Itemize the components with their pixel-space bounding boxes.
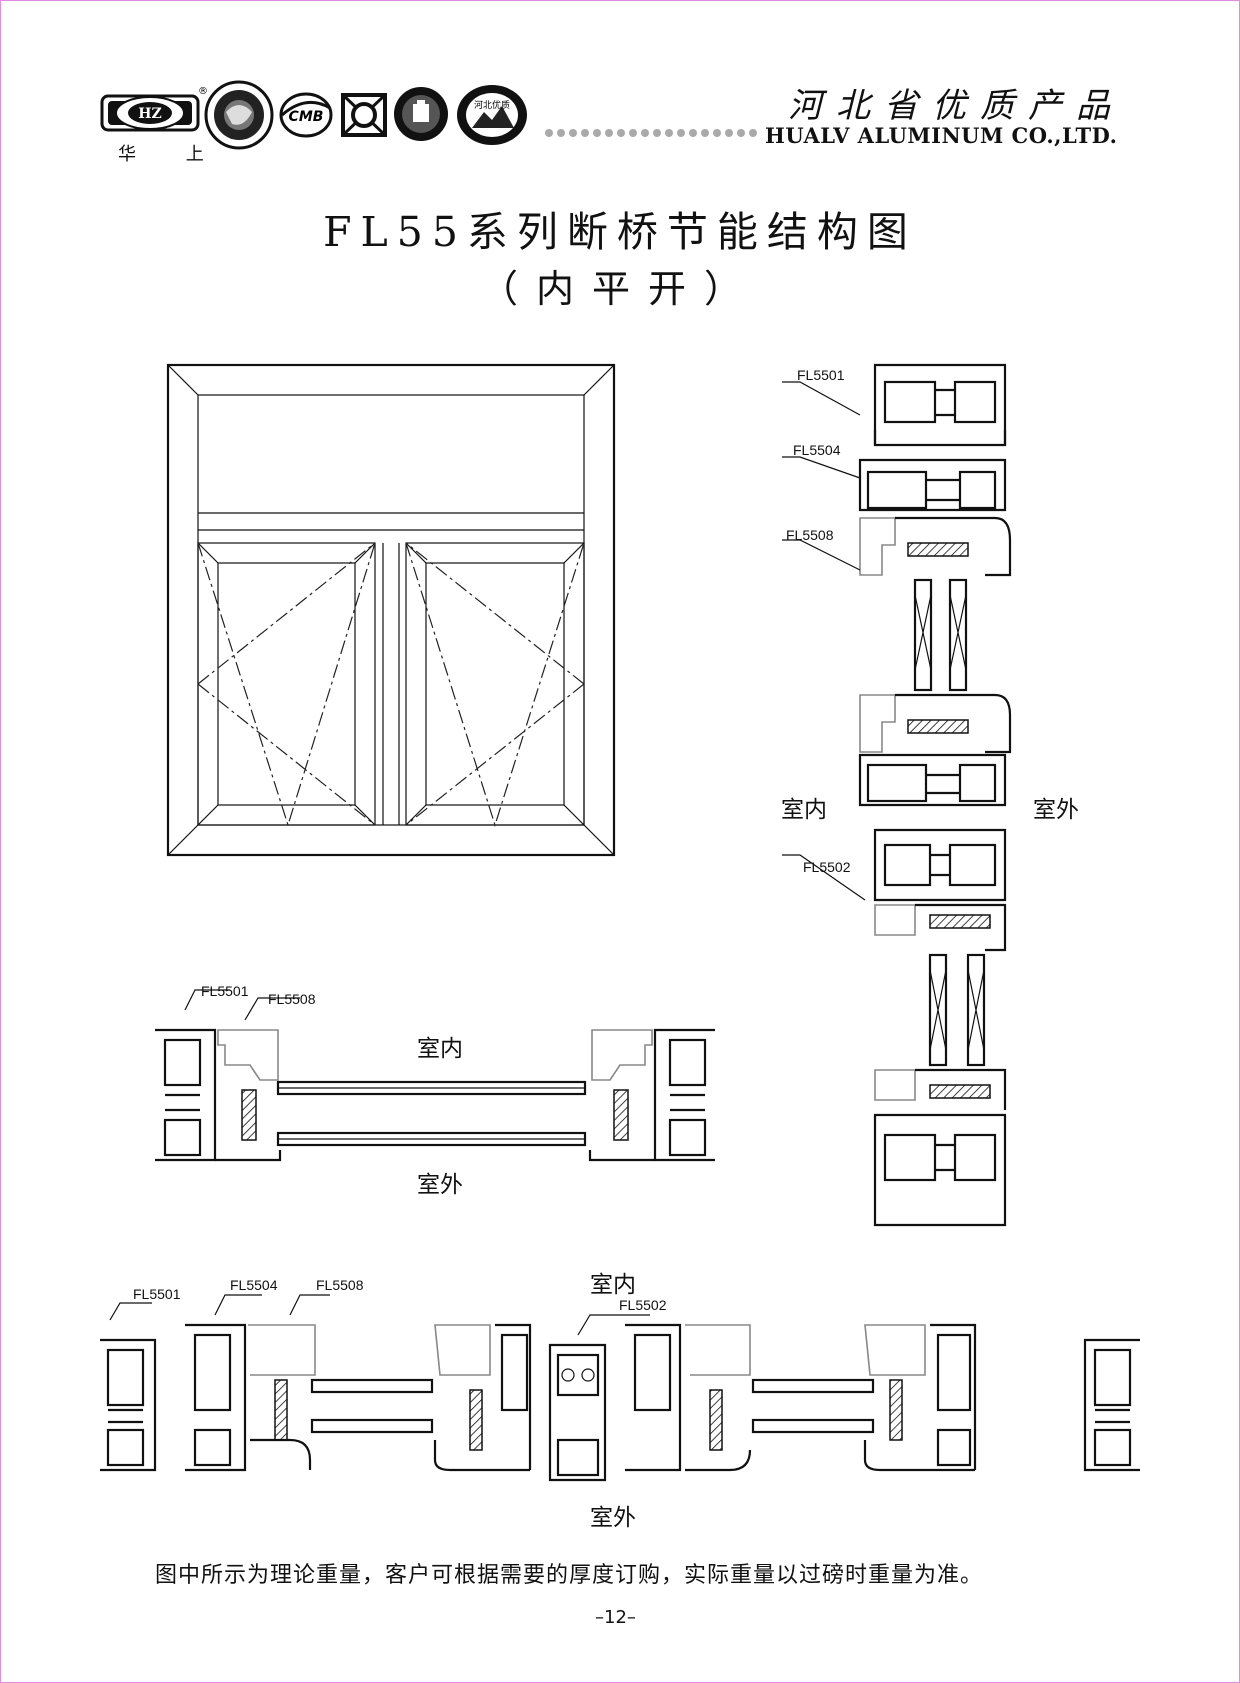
right-sash xyxy=(405,542,585,827)
large-right-frame xyxy=(1083,1338,1140,1472)
window-elevation-drawing xyxy=(166,363,616,857)
leader-fl5502 xyxy=(782,854,866,901)
leader-large-fl5508 xyxy=(289,1294,330,1316)
vsec-label-fl5508: FL5508 xyxy=(786,527,834,543)
header-slogan: 河北省优质产品 xyxy=(788,86,1124,126)
large-left-frame xyxy=(100,1338,157,1472)
hsec-large-outdoor-label: 室外 xyxy=(590,1505,636,1531)
outer-frame xyxy=(166,363,616,857)
hsec-large-indoor-label: 室内 xyxy=(590,1272,636,1298)
large-glass-right xyxy=(751,1378,875,1434)
vsec-outdoor-label: 室外 xyxy=(1033,797,1079,823)
svg-text:CMB: CMB xyxy=(289,109,324,125)
profile-fl5501-bottom xyxy=(873,1113,1007,1227)
page-number: –12– xyxy=(595,1607,636,1628)
brand-logo: HZ ® xyxy=(100,86,208,132)
vsec-label-fl5504: FL5504 xyxy=(793,442,841,458)
leader-small-fl5501 xyxy=(184,989,230,1011)
transom-mullion xyxy=(198,512,584,825)
profile-fl5508-bottom xyxy=(874,1068,1007,1110)
hsec-large-label-fl5508: FL5508 xyxy=(316,1277,364,1293)
hsec-small-indoor-label: 室内 xyxy=(417,1036,463,1062)
footer-note: 图中所示为理论重量，客户可根据需要的厚度订购，实际重量以过磅时重量为准。 xyxy=(155,1563,984,1588)
page-subtitle: （内平开） xyxy=(479,267,760,311)
leader-small-fl5508 xyxy=(244,997,300,1021)
large-right-sash xyxy=(863,1323,977,1472)
hsec-large-label-fl5501: FL5501 xyxy=(133,1286,181,1302)
svg-text:®: ® xyxy=(198,86,208,97)
leader-large-fl5504 xyxy=(214,1294,262,1316)
hebei-quality-seal-icon: 河北优质 xyxy=(457,85,527,145)
horizontal-section-large-drawing xyxy=(100,1294,1140,1482)
profile-fl5504-top xyxy=(858,458,1007,512)
large-glass-left xyxy=(310,1378,434,1434)
leader-large-fl5502 xyxy=(577,1314,650,1336)
leader-fl5501 xyxy=(782,381,861,416)
leader-fl5508 xyxy=(782,539,861,571)
leader-fl5504 xyxy=(782,456,861,479)
large-left-sash xyxy=(185,1323,316,1472)
hsec-small-label-fl5508: FL5508 xyxy=(268,991,316,1007)
large-center-left-sash xyxy=(433,1323,532,1472)
hsec-small-outdoor-label: 室外 xyxy=(417,1172,463,1198)
hsec-glass xyxy=(276,1080,587,1147)
horizontal-section-small-drawing xyxy=(155,989,715,1162)
brand-label: 华 上 xyxy=(118,144,226,165)
hsec-large-label-fl5504: FL5504 xyxy=(230,1277,278,1293)
vsec-label-fl5502: FL5502 xyxy=(803,859,851,875)
award-badge-icon xyxy=(394,87,448,141)
page-title: FL55系列断桥节能结构图 xyxy=(323,208,917,256)
hsec-small-label-fl5501: FL5501 xyxy=(201,983,249,999)
company-name: HUALV ALUMINUM CO.,LTD. xyxy=(765,123,1118,148)
left-sash xyxy=(197,542,376,828)
svg-text:河北优质: 河北优质 xyxy=(474,99,510,111)
profile-fl5501-top xyxy=(873,363,1007,447)
vertical-section-drawing xyxy=(782,363,1012,1227)
header-emblems: HZ ® CMB 河北优质 xyxy=(100,80,757,150)
glass-pane-upper xyxy=(913,578,968,692)
large-center-right-sash xyxy=(625,1323,752,1472)
vsec-label-fl5501: FL5501 xyxy=(797,367,845,383)
hsec-left-frame xyxy=(155,1028,282,1162)
profile-fl5502 xyxy=(873,828,1007,952)
large-mullion-fl5502 xyxy=(548,1343,607,1482)
cmb-logo-icon: CMB xyxy=(279,92,333,138)
leader-large-fl5501 xyxy=(109,1302,152,1321)
svg-text:HZ: HZ xyxy=(138,106,161,122)
certification-mark-icon xyxy=(341,93,387,137)
header-dotted-rule xyxy=(545,129,757,137)
vsec-indoor-label: 室内 xyxy=(781,797,827,823)
quality-seal-icon xyxy=(204,80,274,150)
profile-fl5508-top xyxy=(859,516,1012,577)
profile-fl5508-middle xyxy=(859,693,1012,754)
hsec-large-label-fl5502: FL5502 xyxy=(619,1297,667,1313)
hsec-right-frame xyxy=(588,1028,715,1162)
profile-sash-middle xyxy=(858,753,1007,807)
glass-pane-lower xyxy=(928,953,986,1067)
